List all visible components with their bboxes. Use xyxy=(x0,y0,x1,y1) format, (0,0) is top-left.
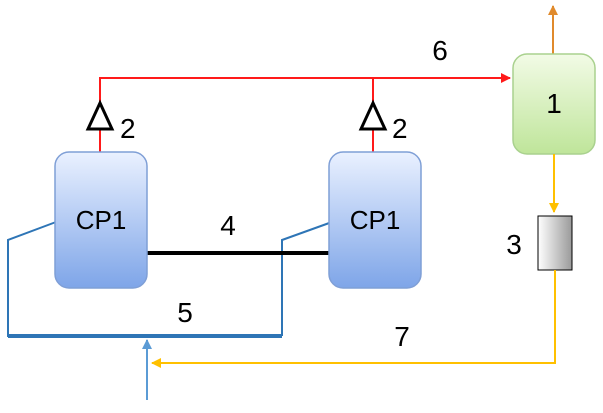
cp1-left-box xyxy=(54,151,148,289)
return-line xyxy=(151,270,556,368)
loop-line-right xyxy=(281,221,333,336)
loop-label: 5 xyxy=(177,297,193,328)
valve-left-icon xyxy=(85,99,115,131)
cp1-left-label: CP1 xyxy=(76,205,127,235)
box-3 xyxy=(537,215,573,271)
box-3-label: 3 xyxy=(506,229,522,260)
valve-right-icon xyxy=(358,99,388,131)
valve-right-label: 2 xyxy=(392,113,408,144)
cp1-right-label: CP1 xyxy=(350,205,401,235)
feed-label: 6 xyxy=(432,35,448,66)
return-label: 7 xyxy=(394,321,410,352)
feed-line xyxy=(99,73,511,152)
valve-left-label: 2 xyxy=(120,113,136,144)
cp1-right-box xyxy=(328,151,422,289)
link-label: 4 xyxy=(220,210,236,241)
box-1-label: 1 xyxy=(546,88,562,119)
